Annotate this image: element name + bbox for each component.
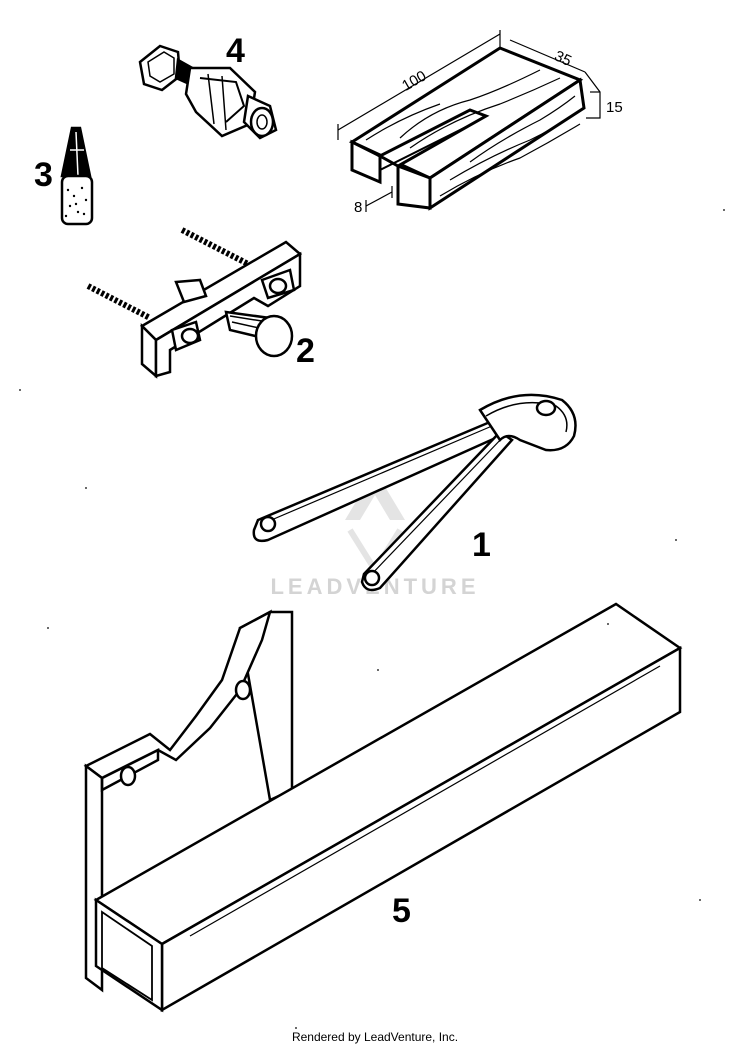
- callout-3: 3: [34, 156, 53, 194]
- tube-drawing: [60, 126, 94, 226]
- wooden-block-drawing: [337, 30, 601, 212]
- footer-credit: Rendered by LeadVenture, Inc.: [291, 1030, 459, 1044]
- pin-spanner-drawing: [252, 393, 577, 592]
- callout-2: 2: [296, 332, 315, 370]
- dimension-height: 15: [606, 99, 623, 116]
- dimension-width: 35: [552, 47, 574, 69]
- dimension-slot: 8: [354, 199, 362, 216]
- press-tool-drawing: [138, 44, 278, 140]
- fixture-drawing: [83, 602, 683, 1013]
- puller-drawing: [86, 227, 303, 379]
- scan-specks: [19, 209, 725, 1029]
- callout-5: 5: [392, 892, 411, 930]
- callout-4: 4: [226, 32, 245, 70]
- callout-1: 1: [472, 526, 491, 564]
